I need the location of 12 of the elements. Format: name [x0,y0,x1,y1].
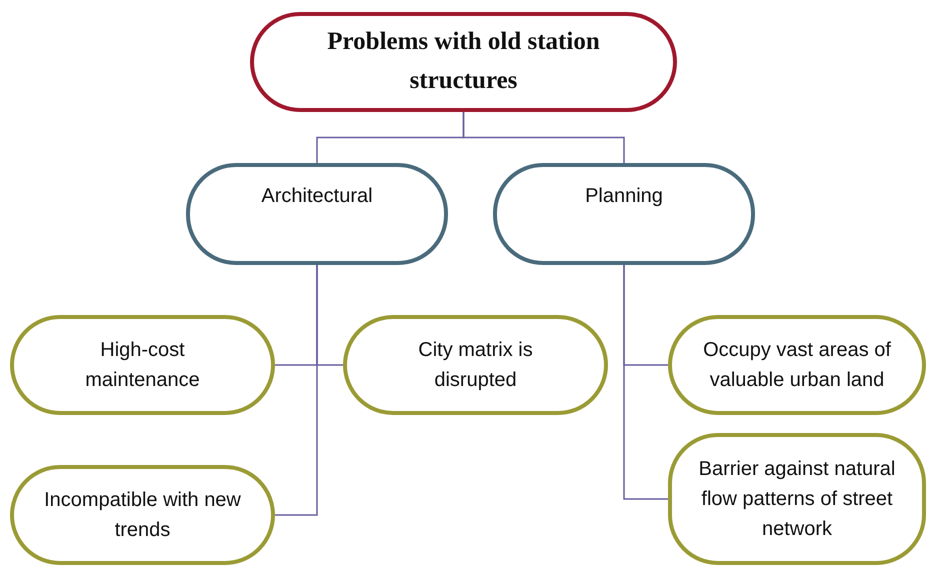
node-label: Occupy vast areas of valuable urban land [702,338,892,393]
title-text: Problems with old station structures [326,27,601,96]
node-label: Architectural [261,184,373,209]
node-label: City matrix is disrupted [417,338,534,393]
node-label: Planning [585,184,663,209]
rounded-node [668,433,926,565]
connector-line [275,265,318,516]
node-label: Barrier against natural flow patterns of street network [698,457,896,542]
node-label: High-cost maintenance [84,338,201,393]
connector-line [623,265,668,500]
node-label: Incompatible with new trends [44,488,241,543]
connector-line [462,112,625,163]
